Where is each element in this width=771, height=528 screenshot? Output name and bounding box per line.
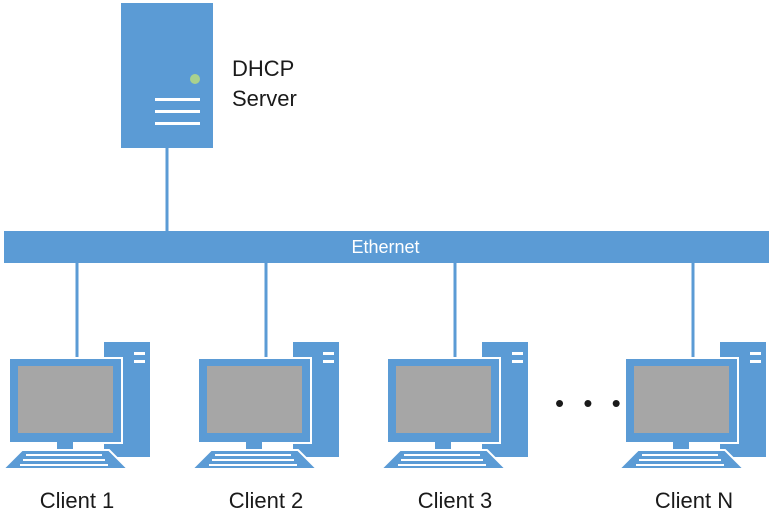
client-label: Client 3 — [417, 488, 493, 513]
ellipsis: • • • — [555, 388, 627, 418]
desktop-computer-icon — [616, 342, 766, 470]
client-label: Client N — [654, 488, 734, 513]
server-label-line1: DHCP — [232, 56, 295, 81]
server-label-line2: Server — [232, 86, 297, 111]
desktop-computer-icon — [189, 342, 339, 470]
ethernet-label: Ethernet — [351, 237, 420, 257]
client-label: Client 1 — [39, 488, 115, 513]
desktop-computer-icon — [0, 342, 150, 470]
server-label: DHCP Server — [232, 54, 297, 114]
ethernet-bus — [4, 231, 769, 263]
desktop-computer-icon — [378, 342, 528, 470]
server-tower-icon — [121, 3, 213, 148]
client-label: Client 2 — [228, 488, 304, 513]
